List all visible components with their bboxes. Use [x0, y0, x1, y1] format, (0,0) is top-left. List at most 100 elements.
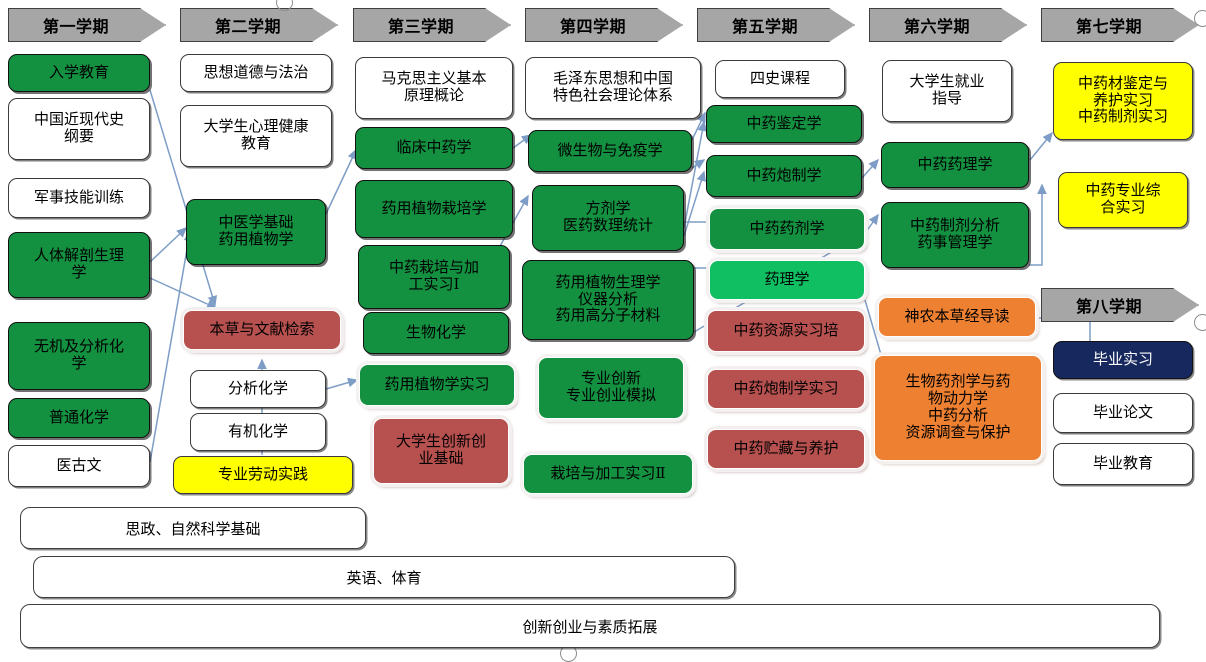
course-box[interactable]: 大学生创新创业基础 — [373, 418, 509, 484]
course-box-label: 毕业实习 — [1092, 351, 1153, 368]
course-box[interactable]: 中国近现代史纲要 — [8, 98, 150, 160]
semester-header-7: 第七学期 — [1041, 8, 1199, 42]
course-box-label: 无机及分析化学 — [33, 339, 124, 372]
course-box-label: 毕业论文 — [1092, 404, 1153, 421]
course-box[interactable]: 药理学 — [709, 260, 865, 300]
semester-header-3: 第三学期 — [353, 8, 511, 42]
course-box[interactable]: 中药炮制学实习 — [707, 369, 865, 409]
course-box-label: 毕业教育 — [1092, 455, 1153, 472]
course-box[interactable]: 军事技能训练 — [8, 178, 150, 218]
course-box[interactable]: 药用植物学实习 — [359, 364, 515, 406]
semester-header-label: 第四学期 — [559, 19, 626, 36]
course-box-label: 药用植物生理学仪器分析药用高分子材料 — [555, 274, 661, 325]
cross-semester-bar[interactable]: 创新创业与素质拓展 — [20, 604, 1160, 648]
course-box[interactable]: 生物药剂学与药物动力学中药分析资源调查与保护 — [874, 355, 1042, 461]
course-box[interactable]: 医古文 — [8, 445, 150, 487]
course-box-label: 栽培与加工实习Ⅱ — [550, 465, 666, 482]
course-box-label: 生物药剂学与药物动力学中药分析资源调查与保护 — [905, 374, 1011, 441]
course-box[interactable]: 毛泽东思想和中国特色社会理论体系 — [525, 57, 701, 119]
course-box-label: 中药栽培与加工实习Ⅰ — [388, 260, 479, 293]
course-box-label: 大学生就业指导 — [909, 74, 985, 107]
course-box[interactable]: 中药制剂分析药事管理学 — [881, 202, 1029, 268]
semester-header-label: 第二学期 — [214, 19, 281, 36]
course-box-label: 大学生创新创业基础 — [395, 434, 486, 467]
course-box-label: 思想道德与法治 — [203, 64, 309, 81]
course-box-label: 药用植物学实习 — [384, 376, 490, 393]
course-box[interactable]: 中药炮制学 — [706, 155, 862, 197]
course-box[interactable]: 中药鉴定学 — [706, 105, 862, 143]
course-box[interactable]: 生物化学 — [363, 312, 509, 354]
course-box[interactable]: 药用植物栽培学 — [355, 180, 513, 238]
course-box[interactable]: 有机化学 — [190, 413, 326, 451]
semester-header-2: 第二学期 — [180, 8, 338, 42]
course-box-label: 中药炮制学 — [746, 167, 822, 184]
course-box-label: 本草与文献检索 — [209, 321, 315, 338]
course-box[interactable]: 中药贮藏与养护 — [707, 429, 865, 469]
course-box-label: 入学教育 — [48, 64, 109, 81]
course-box-label: 有机化学 — [227, 423, 288, 440]
course-box-label: 神农本草经导读 — [904, 308, 1010, 325]
course-box-label: 马克思主义基本原理概论 — [381, 71, 487, 104]
course-box-label: 专业创新专业创业模拟 — [565, 371, 656, 404]
course-box-label: 生物化学 — [405, 324, 466, 341]
course-box[interactable]: 中药资源实习培 — [707, 310, 865, 352]
course-box[interactable]: 马克思主义基本原理概论 — [355, 57, 513, 119]
course-box[interactable]: 中药药理学 — [881, 142, 1029, 188]
course-box[interactable]: 微生物与免疫学 — [528, 130, 692, 172]
course-box[interactable]: 大学生心理健康教育 — [180, 105, 332, 167]
course-box-label: 中药制剂分析药事管理学 — [909, 218, 1000, 251]
course-box[interactable]: 四史课程 — [715, 60, 845, 98]
course-box[interactable]: 大学生就业指导 — [882, 60, 1012, 122]
course-box[interactable]: 专业创新专业创业模拟 — [538, 357, 684, 419]
course-box-label: 中药资源实习培 — [733, 322, 839, 339]
decorative-circle — [1194, 10, 1206, 27]
course-box[interactable]: 毕业实习 — [1053, 341, 1193, 379]
cross-semester-bar-label: 创新创业与素质拓展 — [522, 619, 658, 636]
course-box[interactable]: 方剂学医药数理统计 — [532, 185, 684, 251]
course-box[interactable]: 分析化学 — [190, 370, 326, 408]
course-box-label: 中药贮藏与养护 — [733, 440, 839, 457]
course-box[interactable]: 毕业教育 — [1053, 443, 1193, 485]
course-box[interactable]: 中医学基础药用植物学 — [186, 199, 326, 265]
cross-semester-bar[interactable]: 思政、自然科学基础 — [20, 507, 366, 549]
course-box-label: 药理学 — [764, 271, 810, 288]
course-box-label: 临床中药学 — [396, 139, 472, 156]
course-box[interactable]: 思想道德与法治 — [180, 54, 332, 92]
course-box[interactable]: 本草与文献检索 — [183, 310, 341, 350]
semester-header-label: 第六学期 — [903, 19, 970, 36]
course-box[interactable]: 专业劳动实践 — [173, 456, 353, 494]
course-box[interactable]: 无机及分析化学 — [8, 322, 150, 390]
semester-header-4: 第四学期 — [525, 8, 683, 42]
semester-header-label: 第五学期 — [731, 19, 798, 36]
course-box-label: 四史课程 — [749, 70, 810, 87]
course-box[interactable]: 中药专业综合实习 — [1058, 172, 1188, 228]
semester-header-label: 第八学期 — [1075, 299, 1142, 316]
course-box-label: 专业劳动实践 — [217, 466, 308, 483]
course-box-label: 中药材鉴定与养护实习中药制剂实习 — [1077, 75, 1168, 126]
course-box[interactable]: 人体解剖生理学 — [8, 232, 150, 298]
decorative-circle — [1194, 314, 1206, 331]
cross-semester-bar-label: 英语、体育 — [346, 570, 422, 587]
course-box-label: 中药药剂学 — [749, 220, 825, 237]
course-box-label: 军事技能训练 — [33, 189, 124, 206]
cross-semester-bar[interactable]: 英语、体育 — [33, 556, 735, 598]
course-box[interactable]: 毕业论文 — [1053, 393, 1193, 433]
course-box[interactable]: 中药材鉴定与养护实习中药制剂实习 — [1053, 62, 1193, 140]
course-box[interactable]: 中药栽培与加工实习Ⅰ — [358, 245, 510, 309]
course-box[interactable]: 中药药剂学 — [709, 208, 865, 250]
semester-header-6: 第六学期 — [869, 8, 1027, 42]
course-box[interactable]: 药用植物生理学仪器分析药用高分子材料 — [522, 260, 694, 340]
cross-semester-bar-label: 思政、自然科学基础 — [125, 521, 261, 538]
course-box[interactable]: 普通化学 — [8, 398, 150, 438]
course-box-label: 中国近现代史纲要 — [33, 112, 124, 145]
course-box-label: 中药炮制学实习 — [733, 380, 839, 397]
course-box-label: 中药专业综合实习 — [1085, 183, 1161, 216]
course-box-label: 普通化学 — [48, 409, 109, 426]
course-box[interactable]: 临床中药学 — [355, 127, 513, 169]
course-box-label: 中药鉴定学 — [746, 115, 822, 132]
course-box[interactable]: 入学教育 — [8, 54, 150, 92]
semester-header-label: 第一学期 — [42, 19, 109, 36]
course-box[interactable]: 栽培与加工实习Ⅱ — [523, 454, 693, 494]
course-box[interactable]: 神农本草经导读 — [878, 297, 1036, 337]
